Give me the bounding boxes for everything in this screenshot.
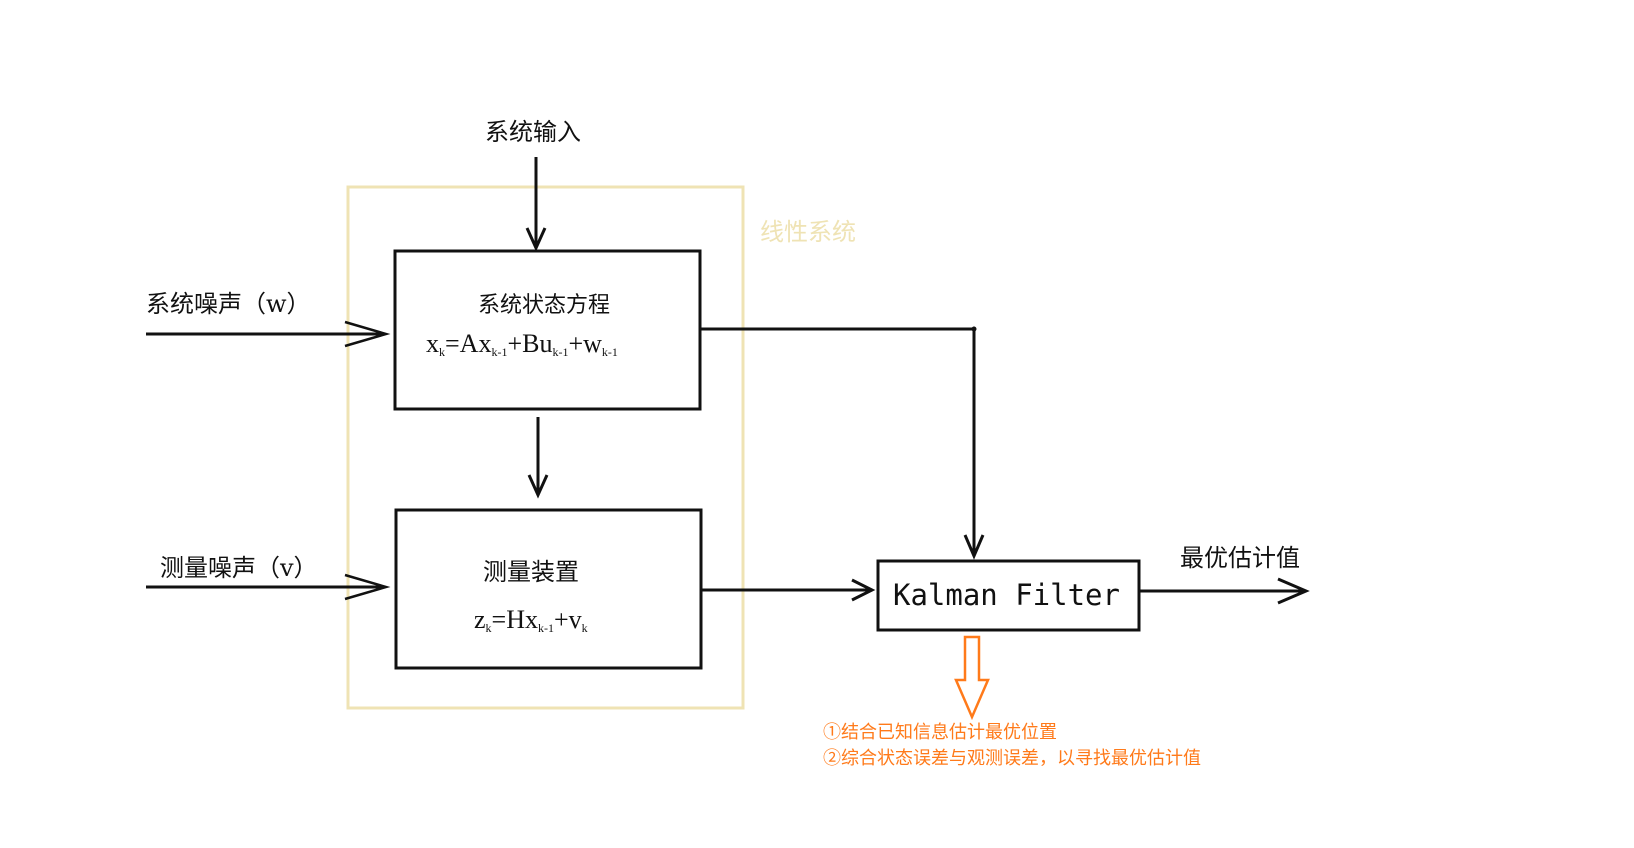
- kalman-filter-label: Kalman Filter: [893, 578, 1120, 612]
- measurement-box: [394, 508, 703, 670]
- state-equation-title: 系统状态方程: [478, 293, 610, 318]
- system-input-label: 系统输入: [485, 118, 581, 146]
- optimal-estimate-label: 最优估计值: [1180, 544, 1300, 572]
- state-to-filter-head: [963, 534, 985, 560]
- explanation-arrow: [954, 635, 990, 721]
- kalman-filter-box: [876, 559, 1141, 632]
- linear-system-region: [346, 185, 745, 710]
- process-noise-arrow-head: [344, 320, 391, 348]
- measurement-noise-arrow-head: [344, 573, 391, 601]
- state-to-filter-line: [700, 327, 976, 553]
- process-noise-label: 系统噪声（w）: [146, 290, 311, 318]
- system-input-arrow-head: [525, 227, 547, 252]
- output-arrow-head: [1277, 577, 1310, 605]
- note-line-1: ①结合已知信息估计最优位置: [823, 722, 1057, 743]
- note-line-2: ②综合状态误差与观测误差，以寻找最优估计值: [823, 748, 1201, 769]
- measure-to-filter-head: [851, 578, 876, 602]
- state-equation-box: [393, 249, 702, 411]
- measurement-formula: zk=Hxk-1+vk: [474, 605, 588, 635]
- linear-system-label: 线性系统: [760, 218, 856, 246]
- state-equation-formula: xk=Axk-1+Buk-1+wk-1: [426, 329, 618, 359]
- measurement-noise-label: 测量噪声（v）: [160, 554, 318, 582]
- state-to-filter-joint: [971, 326, 977, 332]
- state-to-measure-head: [527, 474, 549, 499]
- measurement-title: 测量装置: [483, 558, 579, 586]
